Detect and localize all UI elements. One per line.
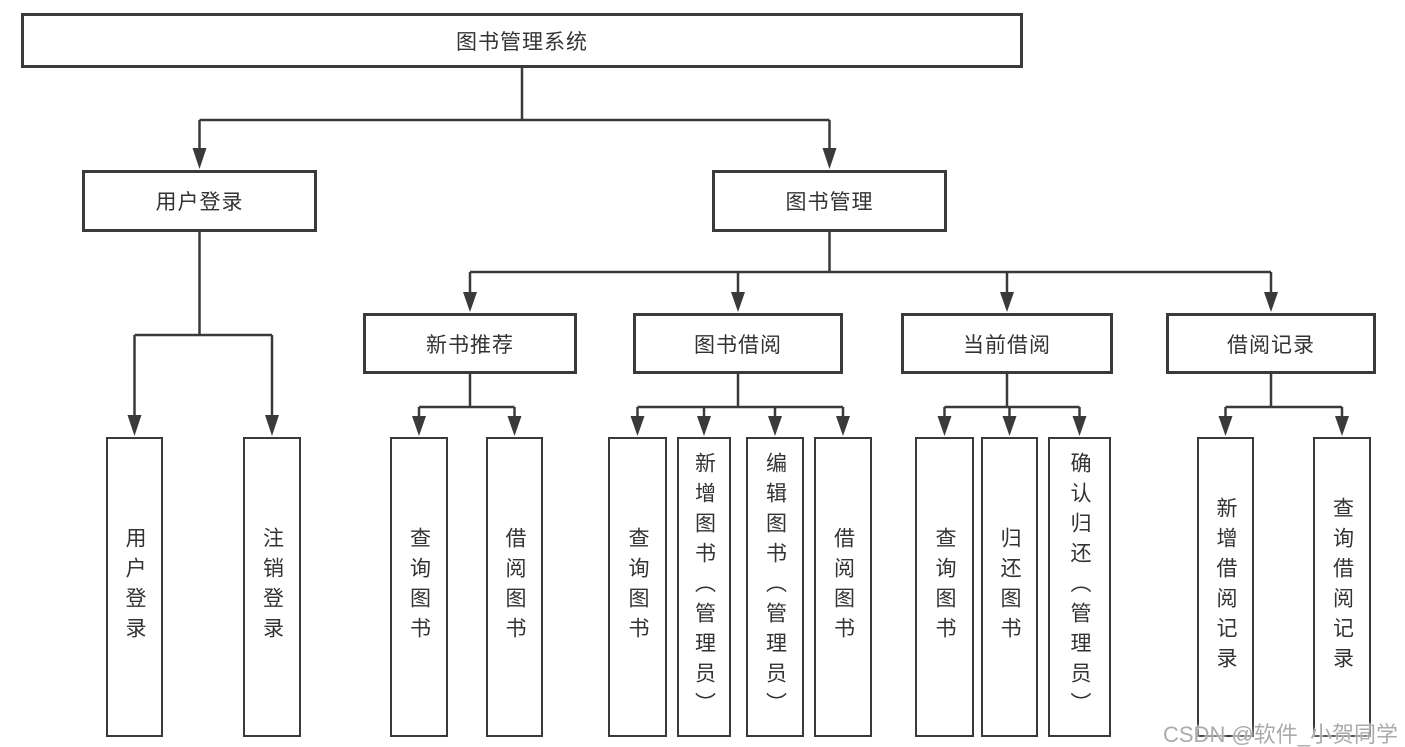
node-new-book-recommend: 新书推荐: [363, 313, 577, 374]
leaf-edit-books-admin-label: 编辑图书（管理员）: [763, 452, 787, 722]
leaf-recommend-borrow-books-label: 借阅图书: [503, 527, 526, 647]
node-book-management-label: 图书管理: [785, 191, 874, 214]
leaf-user-login: 用户登录: [106, 437, 163, 737]
leaf-current-query-books-label: 查询图书: [933, 527, 956, 647]
leaf-add-borrow-record: 新增借阅记录: [1197, 437, 1254, 737]
leaf-logout: 注销登录: [243, 437, 301, 737]
leaf-return-books-label: 归还图书: [998, 527, 1021, 647]
leaf-current-query-books: 查询图书: [915, 437, 974, 737]
leaf-add-borrow-record-label: 新增借阅记录: [1214, 497, 1237, 677]
node-user-login: 用户登录: [82, 170, 317, 232]
leaf-borrow-books: 借阅图书: [814, 437, 872, 737]
leaf-add-books-admin-label: 新增图书（管理员）: [692, 452, 716, 722]
leaf-user-login-label: 用户登录: [123, 527, 146, 647]
leaf-recommend-query-books-label: 查询图书: [407, 527, 431, 647]
leaf-borrow-books-label: 借阅图书: [831, 527, 855, 647]
leaf-query-borrow-record-label: 查询借阅记录: [1330, 497, 1354, 677]
arrowheads: [127, 148, 1349, 436]
node-library-system-label: 图书管理系统: [456, 30, 588, 54]
leaf-query-borrow-record: 查询借阅记录: [1313, 437, 1371, 737]
node-new-book-recommend-label: 新书推荐: [426, 333, 514, 357]
leaf-recommend-query-books: 查询图书: [390, 437, 448, 737]
node-current-borrow-label: 当前借阅: [963, 333, 1051, 357]
leaf-borrow-query-books-label: 查询图书: [626, 527, 649, 647]
leaf-logout-label: 注销登录: [260, 527, 284, 647]
node-book-borrow: 图书借阅: [633, 313, 843, 374]
leaf-confirm-return-admin: 确认归还（管理员）: [1048, 437, 1111, 737]
leaf-recommend-borrow-books: 借阅图书: [486, 437, 543, 737]
csdn-watermark: CSDN @软件_小贺同学: [1163, 722, 1399, 747]
leaf-return-books: 归还图书: [981, 437, 1038, 737]
node-book-management: 图书管理: [712, 170, 947, 232]
leaf-borrow-query-books: 查询图书: [608, 437, 667, 737]
node-current-borrow: 当前借阅: [901, 313, 1113, 374]
node-borrow-records-label: 借阅记录: [1227, 333, 1315, 357]
node-user-login-label: 用户登录: [155, 191, 244, 214]
leaf-add-books-admin: 新增图书（管理员）: [677, 437, 731, 737]
node-library-system: 图书管理系统: [21, 13, 1023, 68]
leaf-confirm-return-admin-label: 确认归还（管理员）: [1068, 452, 1091, 722]
node-borrow-records: 借阅记录: [1166, 313, 1376, 374]
leaf-edit-books-admin: 编辑图书（管理员）: [746, 437, 804, 737]
node-book-borrow-label: 图书借阅: [694, 333, 782, 357]
